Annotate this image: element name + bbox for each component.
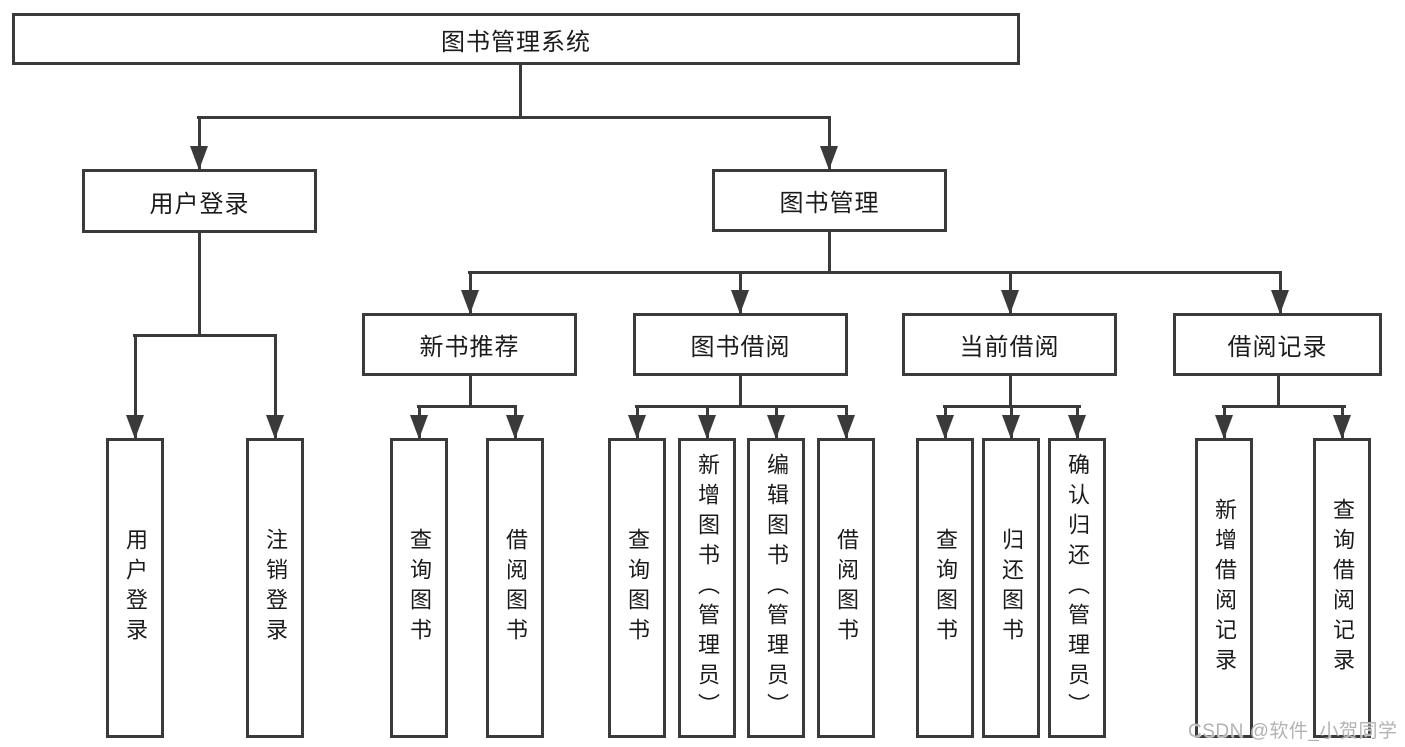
connector-line bbox=[738, 376, 742, 408]
node-label-add-books-admin: 新增图书（管理员） bbox=[695, 453, 720, 723]
connector-line bbox=[133, 333, 277, 337]
node-user-login: 用户登录 bbox=[82, 169, 317, 233]
arrowhead-down-icon bbox=[698, 415, 716, 439]
node-add-books-admin: 新增图书（管理员） bbox=[678, 438, 736, 738]
arrowhead-down-icon bbox=[410, 415, 428, 439]
connector-line bbox=[273, 335, 277, 438]
node-query-books-current: 查询图书 bbox=[916, 438, 974, 738]
node-label-return-books: 归还图书 bbox=[999, 528, 1024, 648]
node-label-add-borrow-record: 新增借阅记录 bbox=[1212, 498, 1237, 678]
arrowhead-down-icon bbox=[190, 146, 208, 170]
connector-line bbox=[827, 117, 831, 170]
arrowhead-down-icon bbox=[266, 415, 284, 439]
node-label-current-borrowing: 当前借阅 bbox=[959, 334, 1060, 361]
node-query-books-borrow: 查询图书 bbox=[608, 438, 666, 738]
node-label-user-login-leaf: 用户登录 bbox=[123, 528, 148, 648]
connector-line bbox=[197, 233, 201, 337]
arrowhead-down-icon bbox=[628, 415, 646, 439]
connector-line bbox=[518, 65, 522, 119]
node-borrow-books: 借阅图书 bbox=[817, 438, 875, 738]
node-edit-books-admin: 编辑图书（管理员） bbox=[747, 438, 805, 738]
arrowhead-down-icon bbox=[461, 290, 479, 314]
node-label-query-books-current: 查询图书 bbox=[933, 528, 958, 648]
arrowhead-down-icon bbox=[1002, 415, 1020, 439]
node-label-query-borrow-record: 查询借阅记录 bbox=[1330, 498, 1355, 678]
arrowhead-down-icon bbox=[837, 415, 855, 439]
node-label-borrowing-records: 借阅记录 bbox=[1227, 334, 1328, 361]
node-label-query-books-borrow: 查询图书 bbox=[625, 528, 650, 648]
node-label-confirm-return-admin: 确认归还（管理员） bbox=[1065, 453, 1090, 723]
node-label-borrow-books-recommend: 借阅图书 bbox=[503, 528, 528, 648]
connector-line bbox=[635, 404, 848, 408]
node-label-borrow-books: 借阅图书 bbox=[834, 528, 859, 648]
node-query-borrow-record: 查询借阅记录 bbox=[1313, 438, 1371, 738]
node-label-book-borrowing: 图书借阅 bbox=[690, 334, 791, 361]
connector-line bbox=[133, 335, 137, 438]
arrowhead-down-icon bbox=[820, 146, 838, 170]
arrowhead-down-icon bbox=[126, 415, 144, 439]
connector-line bbox=[197, 115, 831, 119]
node-label-book-management: 图书管理 bbox=[779, 190, 880, 217]
arrowhead-down-icon bbox=[1333, 415, 1351, 439]
node-label-user-login: 用户登录 bbox=[149, 190, 250, 218]
connector-line bbox=[827, 232, 831, 274]
node-new-book-recommend: 新书推荐 bbox=[362, 313, 577, 376]
node-current-borrowing: 当前借阅 bbox=[902, 313, 1117, 376]
arrowhead-down-icon bbox=[1215, 415, 1233, 439]
node-book-borrowing: 图书借阅 bbox=[633, 313, 848, 376]
node-query-books-recommend: 查询图书 bbox=[390, 438, 448, 738]
node-borrowing-records: 借阅记录 bbox=[1173, 313, 1382, 376]
node-label-logout: 注销登录 bbox=[263, 528, 288, 648]
connector-line bbox=[1222, 404, 1346, 408]
connector-line bbox=[1008, 376, 1012, 408]
node-label-edit-books-admin: 编辑图书（管理员） bbox=[764, 453, 789, 723]
arrowhead-down-icon bbox=[936, 415, 954, 439]
node-logout: 注销登录 bbox=[246, 438, 304, 738]
node-borrow-books-recommend: 借阅图书 bbox=[486, 438, 544, 738]
arrowhead-down-icon bbox=[506, 415, 524, 439]
node-label-new-book-recommend: 新书推荐 bbox=[419, 334, 520, 361]
node-label-root: 图书管理系统 bbox=[441, 28, 591, 56]
connector-line bbox=[197, 117, 201, 170]
arrowhead-down-icon bbox=[731, 290, 749, 314]
csdn-watermark: CSDN @软件_小贺同学 bbox=[1188, 721, 1398, 742]
node-add-borrow-record: 新增借阅记录 bbox=[1195, 438, 1253, 738]
arrowhead-down-icon bbox=[1001, 290, 1019, 314]
node-book-management: 图书管理 bbox=[712, 169, 947, 232]
connector-line bbox=[468, 376, 472, 408]
node-return-books: 归还图书 bbox=[982, 438, 1040, 738]
arrowhead-down-icon bbox=[767, 415, 785, 439]
node-confirm-return-admin: 确认归还（管理员） bbox=[1048, 438, 1106, 738]
node-root: 图书管理系统 bbox=[12, 13, 1020, 65]
node-label-query-books-recommend: 查询图书 bbox=[407, 528, 432, 648]
connector-line bbox=[1276, 376, 1280, 408]
node-user-login-leaf: 用户登录 bbox=[106, 438, 164, 738]
arrowhead-down-icon bbox=[1068, 415, 1086, 439]
connector-line bbox=[417, 404, 517, 408]
connector-line bbox=[468, 270, 1282, 274]
arrowhead-down-icon bbox=[1271, 290, 1289, 314]
